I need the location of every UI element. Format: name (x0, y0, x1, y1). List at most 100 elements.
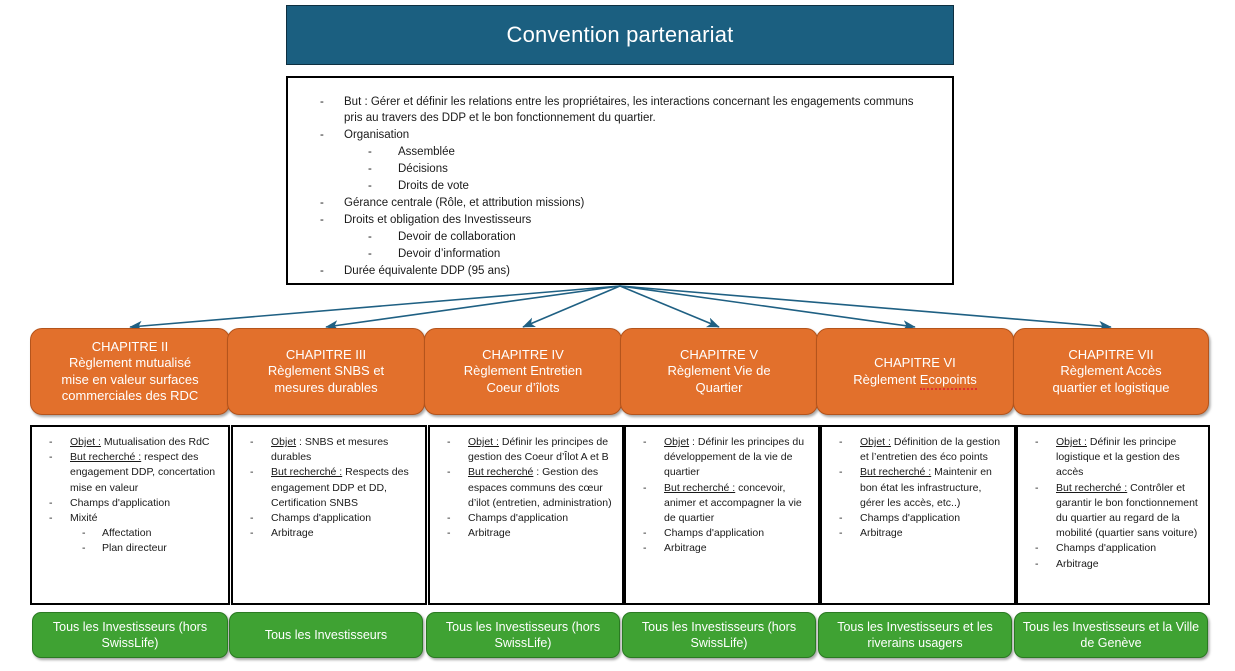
detail-list: Objet : Définition de la gestion et l’en… (826, 435, 1008, 542)
actor-box-5[interactable]: Tous les Investisseurs (hors SwissLife) (622, 612, 816, 658)
connector-arrow (619, 285, 720, 328)
actor-box-6[interactable]: Tous les Investisseurs et les riverains … (818, 612, 1012, 658)
main-list-item: Devoir d’information (306, 246, 934, 262)
detail-item-key: But recherché (468, 466, 534, 479)
spellcheck-underlined-word: Ecopoints (919, 371, 977, 390)
detail-list-item: Arbitrage (1022, 557, 1202, 572)
detail-item-key: But recherché : (664, 481, 736, 494)
main-list-item: Droits et obligation des Investisseurs (306, 212, 934, 228)
chapter-number: CHAPITRE IV (482, 346, 564, 362)
detail-list-item: Plan directeur (36, 541, 222, 556)
detail-box-3: Objet : SNBS et mesures durablesBut rech… (231, 425, 427, 605)
detail-list-item: Champs d'application (434, 511, 616, 526)
detail-list-item: Affectation (36, 526, 222, 541)
chapter-subtitle-line: Règlement mutualisé (68, 355, 192, 370)
detail-item-key: Objet : (468, 436, 499, 448)
main-description-list: But : Gérer et définir les relations ent… (306, 94, 934, 279)
detail-item-key: Objet : (70, 436, 101, 448)
detail-list: Objet : SNBS et mesures durablesBut rech… (237, 435, 419, 542)
detail-list-item: Arbitrage (826, 526, 1008, 541)
detail-list: Objet : Mutualisation des RdCBut recherc… (36, 435, 222, 557)
main-list-item: Gérance centrale (Rôle, et attribution m… (306, 195, 934, 211)
actor-label: Tous les Investisseurs et la Ville de Ge… (1022, 620, 1200, 650)
chapter-number: CHAPITRE II (91, 338, 169, 354)
detail-item-key: Objet (271, 436, 297, 448)
chapter-subtitle-line: Quartier (695, 379, 743, 395)
detail-box-2: Objet : Mutualisation des RdCBut recherc… (30, 425, 230, 605)
actor-box-4[interactable]: Tous les Investisseurs (hors SwissLife) (426, 612, 620, 658)
detail-list-item: Objet : Définir les principes de gestion… (434, 435, 616, 465)
detail-list: Objet : Définir les principes du dévelop… (630, 435, 812, 557)
detail-list-item: But recherché : Contrôler et garantir le… (1022, 481, 1202, 542)
connector-arrow (522, 285, 621, 328)
detail-item-key: Objet (664, 436, 690, 448)
actor-label: Tous les Investisseurs (hors SwissLife) (641, 620, 797, 650)
detail-list-item: Objet : Mutualisation des RdC (36, 435, 222, 450)
chapter-subtitle-line: quartier et logistique (1052, 379, 1170, 395)
detail-list-item: Objet : Définir les principe logistique … (1022, 435, 1202, 481)
detail-box-5: Objet : Définir les principes du dévelop… (624, 425, 820, 605)
chapter-subtitle-line: commerciales des RDC (61, 388, 199, 403)
detail-list-item: But recherché : Respects des engagement … (237, 465, 419, 511)
actor-box-2[interactable]: Tous les Investisseurs (hors SwissLife) (32, 612, 228, 658)
chapter-number: CHAPITRE VII (1068, 346, 1154, 362)
detail-list-item: Objet : SNBS et mesures durables (237, 435, 419, 465)
detail-list-item: But recherché : Maintenir en bon état le… (826, 465, 1008, 511)
detail-list: Objet : Définir les principes de gestion… (434, 435, 616, 542)
connector-arrow (619, 285, 916, 331)
detail-list-item: Mixité (36, 511, 222, 526)
chapter-subtitle-line: Coeur d’îlots (486, 379, 560, 395)
chapter-subtitle-line: Règlement Entretien (463, 363, 583, 379)
title-banner: Convention partenariat (286, 5, 954, 65)
connector-arrow (325, 285, 621, 331)
detail-item-key: But recherché : (70, 451, 142, 464)
detail-list-item: Champs d'application (826, 511, 1008, 526)
actor-box-3[interactable]: Tous les Investisseurs (229, 612, 423, 658)
chapter-subtitle-line: Règlement SNBS et (267, 363, 385, 379)
chapter-subtitle-line: mesures durables (274, 379, 378, 395)
main-list-item: Assemblée (306, 144, 934, 160)
main-list-item: Devoir de collaboration (306, 229, 934, 245)
actor-label: Tous les Investisseurs (hors SwissLife) (445, 620, 601, 650)
detail-box-7: Objet : Définir les principe logistique … (1016, 425, 1210, 605)
connector-arrow (129, 285, 621, 332)
chapter-number: CHAPITRE VI (874, 355, 956, 370)
chapter-subtitle-line: Règlement Ecopoints (853, 371, 977, 390)
detail-list-item: But recherché : Gestion des espaces comm… (434, 465, 616, 511)
detail-list-item: Arbitrage (434, 526, 616, 541)
main-list-item: Durée équivalente DDP (95 ans) (306, 263, 934, 279)
chapter-subtitle-line: mise en valeur surfaces (61, 371, 199, 387)
main-list-item: But : Gérer et définir les relations ent… (306, 94, 934, 126)
main-description-box: But : Gérer et définir les relations ent… (286, 76, 954, 285)
detail-list-item: Objet : Définir les principes du dévelop… (630, 435, 812, 481)
detail-list-item: Champs d'application (36, 496, 222, 511)
detail-item-key: Objet : (860, 436, 891, 448)
chapter-subtitle-line: Règlement Accès (1060, 363, 1162, 379)
actor-label: Tous les Investisseurs (hors SwissLife) (52, 620, 208, 650)
detail-list-item: Arbitrage (237, 526, 419, 541)
detail-item-key: But recherché : (860, 466, 932, 479)
main-list-item: Droits de vote (306, 178, 934, 194)
actor-label: Tous les Investisseurs (264, 628, 388, 642)
detail-list-item: Champs d'application (630, 526, 812, 541)
detail-list: Objet : Définir les principe logistique … (1022, 435, 1202, 572)
chapter-number: CHAPITRE V (679, 346, 758, 362)
detail-box-6: Objet : Définition de la gestion et l’en… (820, 425, 1016, 605)
detail-list-item: Objet : Définition de la gestion et l’en… (826, 435, 1008, 465)
actor-box-7[interactable]: Tous les Investisseurs et la Ville de Ge… (1014, 612, 1208, 658)
actor-label: Tous les Investisseurs et les riverains … (837, 620, 993, 650)
main-list-item: Organisation (306, 127, 934, 143)
page-title: Convention partenariat (506, 22, 734, 47)
